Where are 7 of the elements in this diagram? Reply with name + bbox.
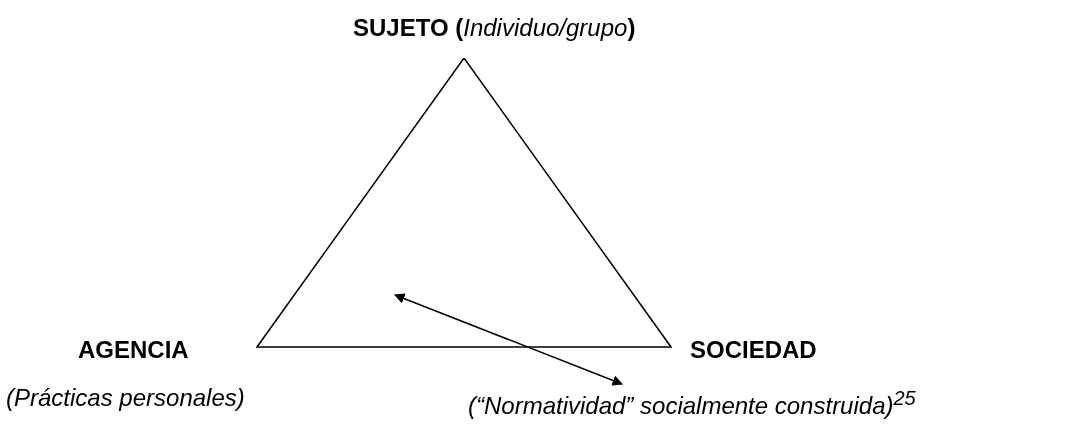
double-arrow: [394, 293, 623, 386]
triangle-shape: [256, 58, 672, 348]
vertex-label: SOCIEDAD: [690, 336, 817, 364]
caption-text: (“Normatividad” socialmente construida)$^{25}$: [468, 384, 916, 420]
caption-text: (Prácticas personales): [6, 384, 245, 412]
vertex-label: SUJETO (Individuo/grupo): [353, 14, 636, 42]
vertex-label: AGENCIA: [78, 336, 189, 364]
